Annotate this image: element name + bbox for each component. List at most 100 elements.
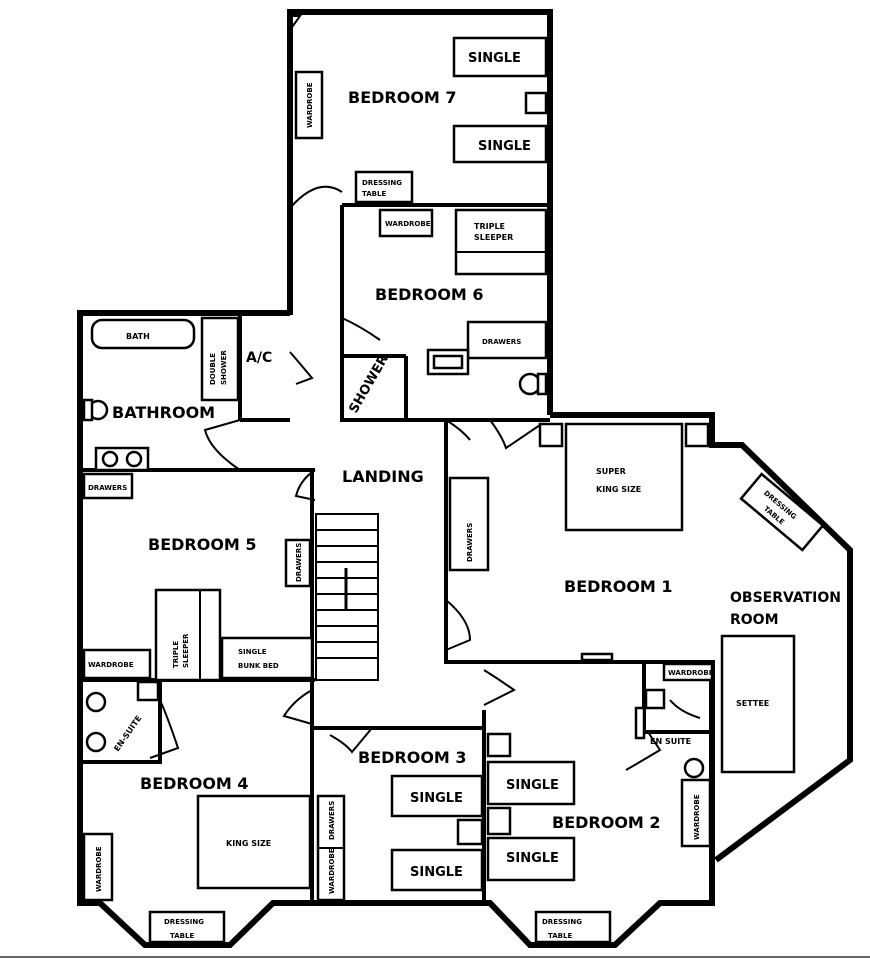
dressing-table-label-line1: DRESSING <box>164 918 204 926</box>
super-king-label-line1: SUPER <box>596 467 626 476</box>
single-bed-label: SINGLE <box>506 851 559 866</box>
towel-rail <box>634 706 646 740</box>
shower-tray <box>644 688 666 710</box>
drawers-label: DRAWERS <box>482 338 521 346</box>
drawers <box>82 472 134 500</box>
ensuite-2-label: EN SUITE <box>650 737 691 746</box>
double-shower <box>200 316 240 402</box>
drawers-label: DRAWERS <box>295 543 303 582</box>
dressing-table-label-line2: TABLE <box>362 190 386 198</box>
single-bed <box>486 760 576 806</box>
double-shower-label-line1: DOUBLE <box>209 353 217 385</box>
dressing-table-label-line1: DRESSING <box>542 918 582 926</box>
bedroom-4-furniture: KING SIZE WARDROBE DRESSING TABLE <box>82 680 312 944</box>
single-bunk-bed <box>220 636 314 680</box>
drawers <box>284 538 312 588</box>
dressing-table-label-line2: TABLE <box>548 932 572 940</box>
bedside-table <box>538 422 564 448</box>
single-bed-label: SINGLE <box>506 778 559 793</box>
triple-sleeper <box>454 208 548 276</box>
wardrobe-label: WARDROBE <box>693 794 701 840</box>
bedside-table <box>486 806 512 836</box>
king-size-label: KING SIZE <box>226 839 271 848</box>
super-king-label-line2: KING SIZE <box>596 485 641 494</box>
dressing-table <box>739 472 825 552</box>
wardrobe <box>82 832 114 902</box>
bedside-table <box>684 422 710 448</box>
single-bed-label: SINGLE <box>478 139 531 154</box>
bedroom-2-label: BEDROOM 2 <box>552 813 661 832</box>
bedroom-5-label: BEDROOM 5 <box>148 535 257 554</box>
single-bed-label: SINGLE <box>410 865 463 880</box>
landing-label: LANDING <box>342 467 424 486</box>
wardrobe <box>680 778 712 848</box>
super-king-bed <box>564 422 684 532</box>
wardrobe-label: WARDROBE <box>88 661 134 669</box>
bedroom-5-furniture: DRAWERS DRAWERS TRIPLE SLEEPER SINGLE BU… <box>82 472 314 682</box>
triple-sleeper-label-line2: SLEEPER <box>182 633 190 668</box>
wardrobe-label: WARDROBE <box>385 220 431 228</box>
drawers <box>448 476 490 572</box>
triple-sleeper-label-line1: TRIPLE <box>172 641 180 668</box>
dressing-table-label-line1: DRESSING <box>362 179 402 187</box>
single-bed <box>390 848 484 892</box>
bath-label: BATH <box>126 332 150 341</box>
dressing-table <box>148 910 226 944</box>
bunk-bed-label-line1: SINGLE <box>238 648 267 656</box>
wardrobe <box>82 648 152 680</box>
toilet <box>85 691 107 713</box>
radiator <box>580 652 614 662</box>
shower-tray <box>136 680 160 702</box>
observation-room-label-line1: OBSERVATION <box>730 590 841 606</box>
dressing-table <box>534 910 612 944</box>
drawers-label: DRAWERS <box>466 523 474 562</box>
settee-label: SETTEE <box>736 699 769 708</box>
doors <box>149 15 662 771</box>
bedside-table <box>456 818 484 846</box>
wardrobe-label: WARDROBE <box>668 669 714 677</box>
settee <box>720 634 796 774</box>
triple-sleeper-label-line1: TRIPLE <box>474 222 505 231</box>
bedroom-2-furniture: SINGLE SINGLE WARDROBE DRESSING TABLE WA… <box>486 662 714 944</box>
single-bed <box>452 124 548 164</box>
double-shower-label-line2: SHOWER <box>220 350 228 385</box>
wardrobe-label: WARDROBE <box>306 82 314 128</box>
ac-label: A/C <box>246 350 272 366</box>
triple-sleeper <box>154 588 222 682</box>
bedroom-1-furniture: SUPER KING SIZE DRAWERS DRESSING TABLE S… <box>448 422 825 774</box>
single-bed-label: SINGLE <box>410 791 463 806</box>
bathroom-label: BATHROOM <box>112 403 215 422</box>
wardrobe <box>294 70 324 140</box>
single-bed <box>390 774 484 818</box>
observation-room-label-line2: ROOM <box>730 612 779 628</box>
bathroom-fixtures: BATH DOUBLE SHOWER <box>82 316 240 472</box>
toilet <box>683 757 705 779</box>
bedroom-6-furniture: WARDROBE TRIPLE SLEEPER DRAWERS <box>378 208 548 396</box>
bedroom-3-label: BEDROOM 3 <box>358 748 467 767</box>
bedside-table <box>486 732 512 758</box>
walls <box>77 9 853 948</box>
staircase <box>315 513 379 681</box>
wardrobe <box>378 208 434 238</box>
bath <box>90 318 196 350</box>
wardrobe-label: WARDROBE <box>95 846 103 892</box>
basin <box>85 731 107 753</box>
dressing-table <box>354 170 414 204</box>
single-bed-label: SINGLE <box>468 51 521 66</box>
drawers <box>466 320 548 360</box>
dressing-table-label-line2: TABLE <box>170 932 194 940</box>
drawers-label: DRAWERS <box>88 484 127 492</box>
bedroom-7-furniture: SINGLE SINGLE WARDROBE DRESSING TABLE <box>294 36 548 204</box>
single-bed <box>486 836 576 882</box>
king-size-bed <box>196 794 312 890</box>
bunk-bed-label-line2: BUNK BED <box>238 662 279 670</box>
bedroom-6-label: BEDROOM 6 <box>375 285 484 304</box>
bedroom-4-label: BEDROOM 4 <box>140 774 249 793</box>
single-bed <box>452 36 548 78</box>
bedside-table <box>524 91 548 115</box>
wardrobe <box>662 662 714 682</box>
bedroom-7-label: BEDROOM 7 <box>348 88 457 107</box>
drawers-label: DRAWERS <box>328 801 336 840</box>
bedroom-3-furniture: WARDROBE DRAWERS SINGLE SINGLE <box>316 774 484 902</box>
